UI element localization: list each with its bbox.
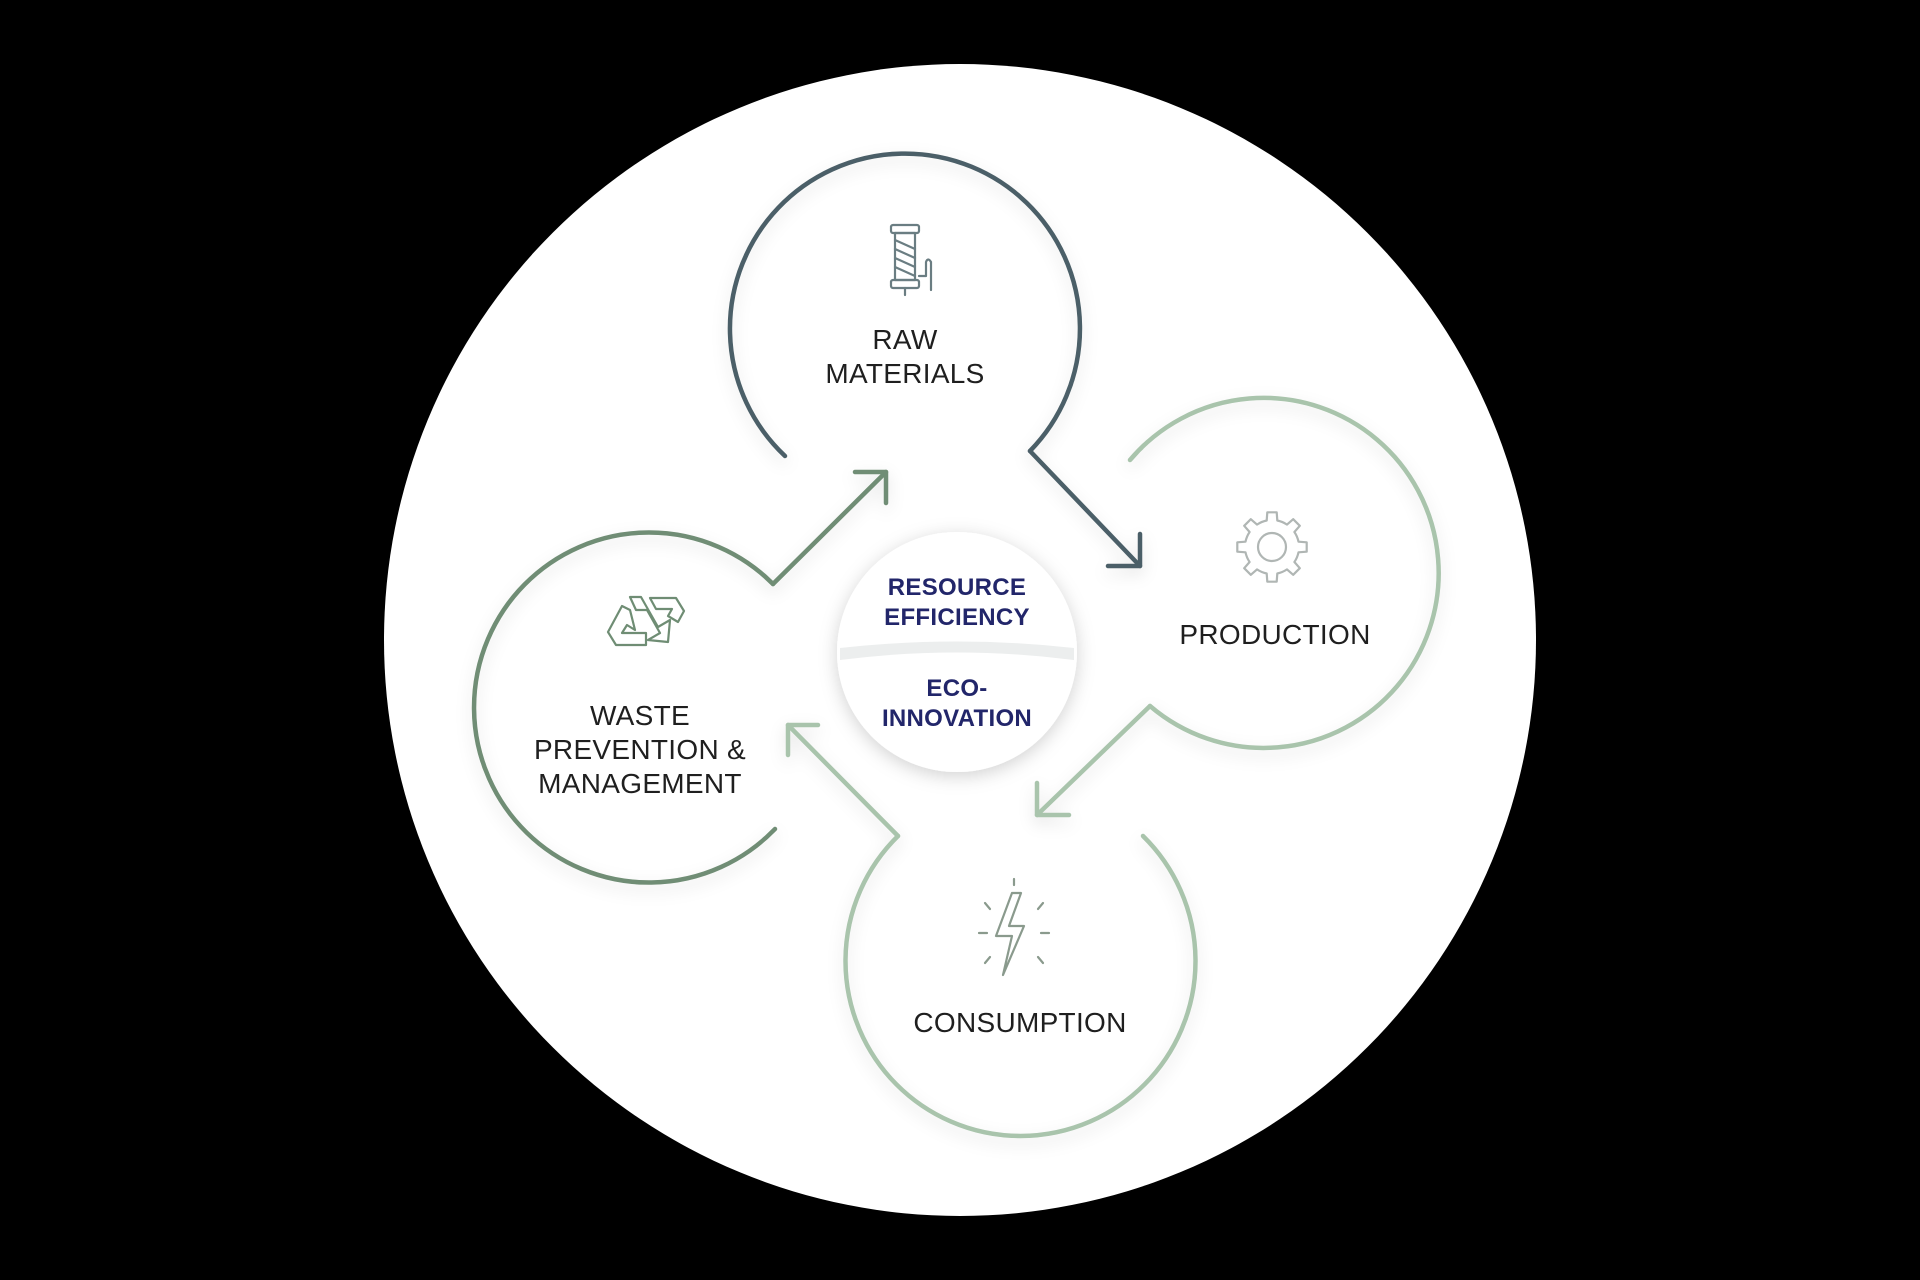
center-badge: [837, 532, 1077, 772]
raw-materials-ring: [727, 151, 1143, 569]
raw-materials-label: RAW MATERIALS: [825, 324, 985, 389]
production-ring: [1034, 395, 1441, 818]
consumption-ring: [785, 722, 1198, 1139]
resource-efficiency-label: RESOURCE EFFICIENCY: [884, 574, 1030, 631]
thread-spool-icon: [889, 223, 933, 297]
recycle-icon: [606, 595, 686, 647]
waste-label: WASTE PREVENTION & MANAGEMENT: [533, 700, 747, 799]
center-divider: [840, 641, 1074, 660]
gear-icon: [1236, 511, 1308, 583]
eco-innovation-label: ECO- INNOVATION: [881, 675, 1033, 732]
production-label: PRODUCTION: [1179, 619, 1371, 650]
waste-ring: [471, 469, 889, 885]
consumption-label: CONSUMPTION: [913, 1007, 1127, 1038]
lightning-bolt-icon: [977, 877, 1051, 977]
